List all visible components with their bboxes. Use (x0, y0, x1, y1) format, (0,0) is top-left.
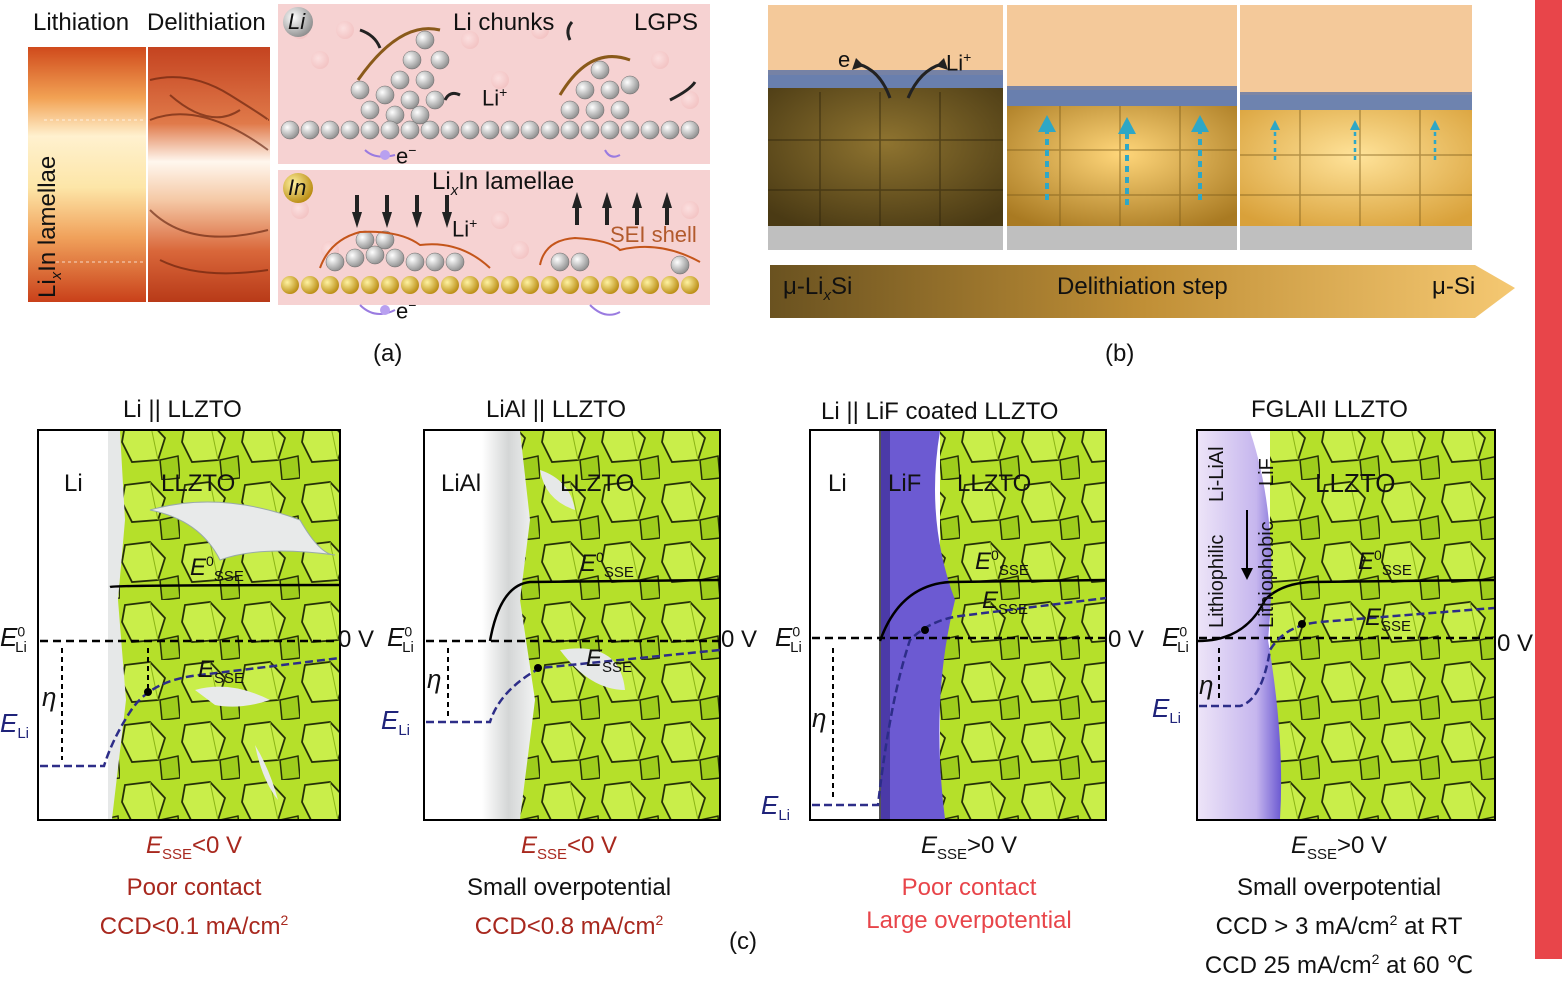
p4-e-li-label: ELi (1152, 693, 1182, 728)
p2-caption-line2: Small overpotential (466, 873, 672, 901)
sei-shell-label: SEI shell (610, 222, 697, 247)
p2-caption: ESSE<0 V Small overpotential CCD<0.8 mA/… (414, 829, 724, 943)
p2-e-li-label: ELi (381, 705, 411, 740)
p2-zero-v-label: 0 V (721, 626, 758, 653)
p4-e0-sse-label: E0SSE (1358, 547, 1412, 579)
lixin-lamellae-label: LixIn lamellae (432, 168, 575, 199)
p4-zero-v-label: 0 V (1497, 630, 1534, 657)
lithiation-label: Lithiation (33, 9, 130, 36)
p1-right-label: LLZTO (161, 470, 236, 497)
p2-title: LiAl || LLZTO (486, 396, 627, 423)
p1-caption-line3: CCD<0.1 mA/cm2 (99, 911, 289, 940)
li-badge-ball (283, 7, 313, 37)
li-plus-label-1: Li+ (482, 84, 508, 111)
in-badge-ball (283, 173, 313, 203)
p1-e0-sse-label: E0SSE (190, 553, 244, 585)
lgps-label: LGPS (634, 9, 699, 36)
p3-title: Li || LiF coated LLZTO (821, 398, 1059, 425)
side-accent-bar (1535, 0, 1562, 959)
p3-e-li-label: ELi (761, 790, 791, 825)
p3-e0-sse-label: E0SSE (975, 547, 1029, 579)
delithiation-label: Delithiation (147, 9, 266, 36)
p1-e-sse-label: ESSE (198, 656, 245, 687)
panel-b-label: (b) (1105, 340, 1135, 367)
p1-left-label: Li (64, 470, 83, 497)
p4-caption-condition: ESSE>0 V (1290, 832, 1388, 863)
lithiation-image (28, 47, 146, 302)
p3-eta-label: η (812, 703, 827, 733)
panel-c-label: (c) (729, 928, 757, 955)
p4-lif-label: LiF (1256, 458, 1278, 486)
p3-caption-line3: Large overpotential (866, 906, 1072, 934)
li-badge: Li (288, 9, 306, 34)
li-chunks-label: Li chunks (453, 9, 555, 36)
mu-si-label: μ-Si (1432, 273, 1476, 300)
li-plus-label-2: Li+ (452, 215, 478, 242)
p4-caption-line3: CCD > 3 mA/cm2 at RT (1215, 911, 1463, 940)
delithiation-step-label: Delithiation step (1057, 273, 1228, 300)
p4-lithiophobic-label: Lithiophobic (1256, 521, 1278, 628)
p2-e0-sse-label: E0SSE (580, 549, 634, 581)
delithiation-image (148, 47, 270, 302)
p4-caption-line2: Small overpotential (1236, 873, 1442, 901)
li-ion-label: Li+ (946, 49, 972, 76)
p4-right-label: LLZTO (1315, 468, 1396, 498)
p2-e-sse-label: ESSE (586, 645, 633, 676)
p3-left-label: Li (828, 470, 847, 497)
electron-label: e (838, 47, 851, 72)
p2-eta-label: η (427, 664, 442, 694)
p4-caption: ESSE>0 V Small overpotential CCD > 3 mA/… (1169, 829, 1509, 982)
p1-e-li-label: ELi (0, 708, 30, 743)
panel-b-graphic (768, 5, 1515, 318)
p1-caption: ESSE<0 V Poor contact CCD<0.1 mA/cm2 (39, 829, 349, 943)
p2-left-label: LiAl (441, 470, 482, 497)
p4-eta-label: η (1199, 670, 1214, 700)
p3-caption-condition: ESSE>0 V (920, 832, 1018, 863)
delithiation-arrow (770, 265, 1515, 318)
p3-e-sse-label: ESSE (982, 587, 1029, 618)
panel-b-tile-1 (768, 5, 1003, 250)
p2-caption-line3: CCD<0.8 mA/cm2 (474, 911, 664, 940)
p2-caption-condition: ESSE<0 V (520, 832, 618, 863)
p1-e0-li-label: E0Li (0, 622, 27, 657)
p3-right-label: LLZTO (957, 470, 1032, 497)
e-minus-label-2: e− (396, 297, 417, 324)
mu-lixsi-label: μ-LixSi (783, 273, 853, 304)
p4-lili-label: Li-LiAl (1206, 446, 1228, 502)
p2-e0-li-label: E0Li (387, 622, 414, 657)
p1-title: Li || LLZTO (123, 396, 242, 423)
p1-caption-line2: Poor contact (126, 873, 262, 901)
panel-a-label: (a) (373, 340, 403, 367)
p4-lithiophilic-label: Lithiophilic (1206, 534, 1228, 628)
p3-zero-v-label: 0 V (1108, 626, 1145, 653)
p4-e-sse-label: ESSE (1365, 604, 1412, 635)
p3-mid-label: LiF (888, 470, 922, 497)
p3-e0-li-label: E0Li (775, 622, 802, 657)
p4-e0-li-label: E0Li (1162, 622, 1189, 657)
p3-caption: ESSE>0 V Poor contact Large overpotentia… (814, 829, 1124, 937)
p1-zero-v-label: 0 V (338, 626, 375, 653)
p3-caption-line2: Poor contact (901, 873, 1037, 901)
e-minus-label-1: e− (396, 142, 417, 169)
p1-eta-label: η (42, 682, 57, 712)
lixin-lamellae-vertical-label: LixIn lamellae (34, 155, 65, 298)
in-badge: In (288, 175, 307, 200)
p2-right-label: LLZTO (560, 470, 635, 497)
panel-a-graphic (28, 4, 710, 316)
p4-title: FGLAII LLZTO (1251, 396, 1408, 423)
p4-caption-line4: CCD 25 mA/cm2 at 60 ℃ (1204, 950, 1474, 979)
p1-caption-condition: ESSE<0 V (145, 832, 243, 863)
